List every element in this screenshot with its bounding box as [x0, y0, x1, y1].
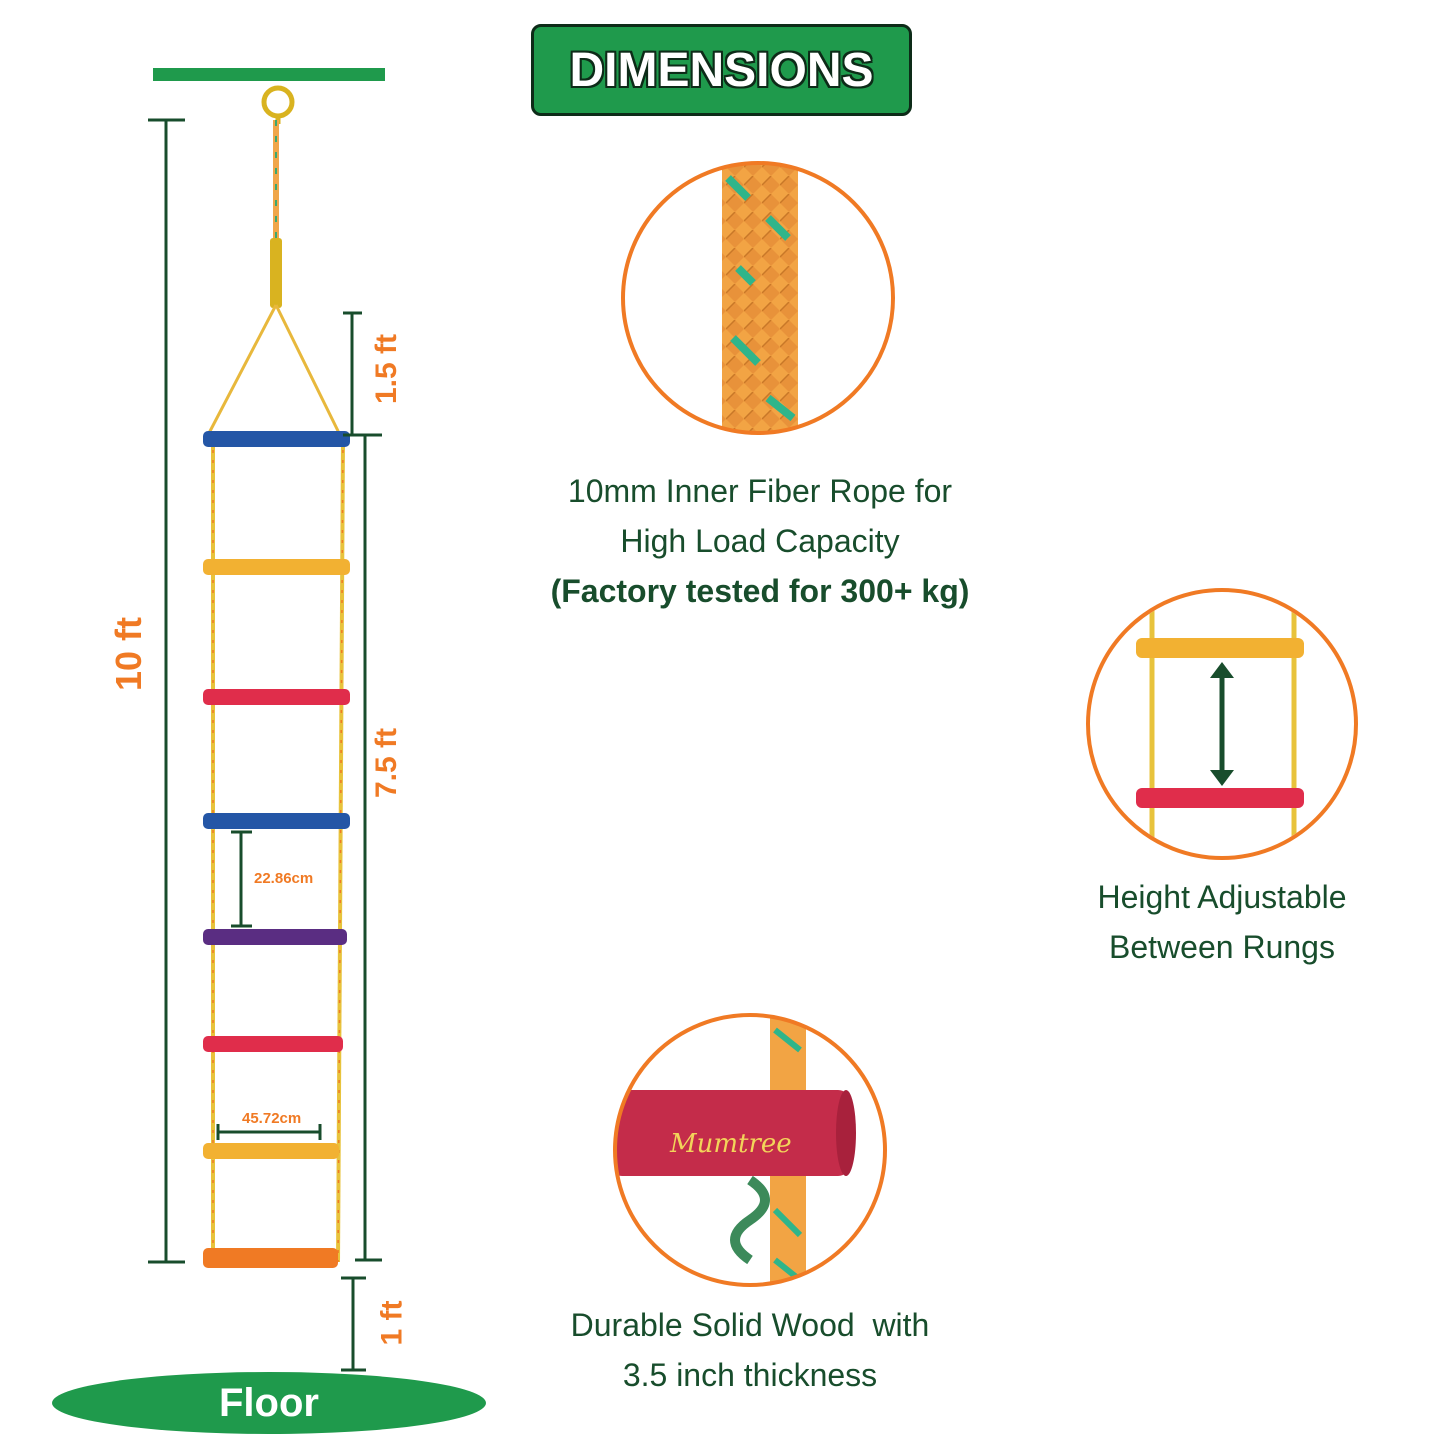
- floor-label: Floor: [219, 1380, 319, 1425]
- wood-closeup-image: Mumtree: [613, 1013, 887, 1287]
- rope-caption-line2: High Load Capacity: [620, 523, 900, 559]
- title-banner: DIMENSIONS: [531, 24, 912, 116]
- brand-logo: Mumtree: [669, 1129, 792, 1159]
- ladder-rung: [203, 1143, 339, 1159]
- ladder-dimension-diagram: [148, 68, 385, 1372]
- top-rope-label: 1.5 ft: [370, 333, 404, 405]
- ladder-rung: [203, 1248, 338, 1268]
- rope-caption-line3: (Factory tested for 300+ kg): [550, 573, 970, 609]
- ladder-rung: [203, 813, 350, 829]
- ladder-height-label: 7.5 ft: [370, 727, 404, 799]
- height-caption: Height Adjustable Between Rungs: [1042, 872, 1402, 972]
- rung-adjust-image: [1086, 588, 1358, 860]
- ladder-rung: [203, 929, 347, 945]
- eye-hook-icon: [261, 85, 295, 119]
- ladder-rungs: [203, 431, 350, 1268]
- ladder-rung: [203, 559, 350, 575]
- rung-spacing-label: 22.86cm: [254, 870, 314, 887]
- ladder-rung: [203, 431, 350, 447]
- rope-caption-line1: 10mm Inner Fiber Rope for: [567, 473, 953, 509]
- rope-caption: 10mm Inner Fiber Rope for High Load Capa…: [460, 466, 1060, 616]
- floor-gap-label: 1 ft: [375, 1300, 409, 1346]
- wood-caption: Durable Solid Wood with 3.5 inch thickne…: [450, 1300, 1050, 1400]
- floor-ellipse: Floor: [52, 1372, 486, 1434]
- height-caption-line1: Height Adjustable: [1097, 879, 1347, 915]
- ladder-rung: [203, 1036, 343, 1052]
- wood-caption-line2: 3.5 inch thickness: [622, 1357, 878, 1393]
- rung-width-label: 45.72cm: [242, 1110, 302, 1127]
- ceiling-bar: [153, 68, 385, 81]
- rope-closeup-image: [621, 161, 895, 435]
- page-title: DIMENSIONS: [569, 43, 874, 97]
- height-caption-line2: Between Rungs: [1109, 929, 1335, 965]
- ladder-rung: [203, 689, 350, 705]
- wood-caption-line1: Durable Solid Wood with: [570, 1307, 930, 1343]
- total-height-label: 10 ft: [108, 616, 150, 692]
